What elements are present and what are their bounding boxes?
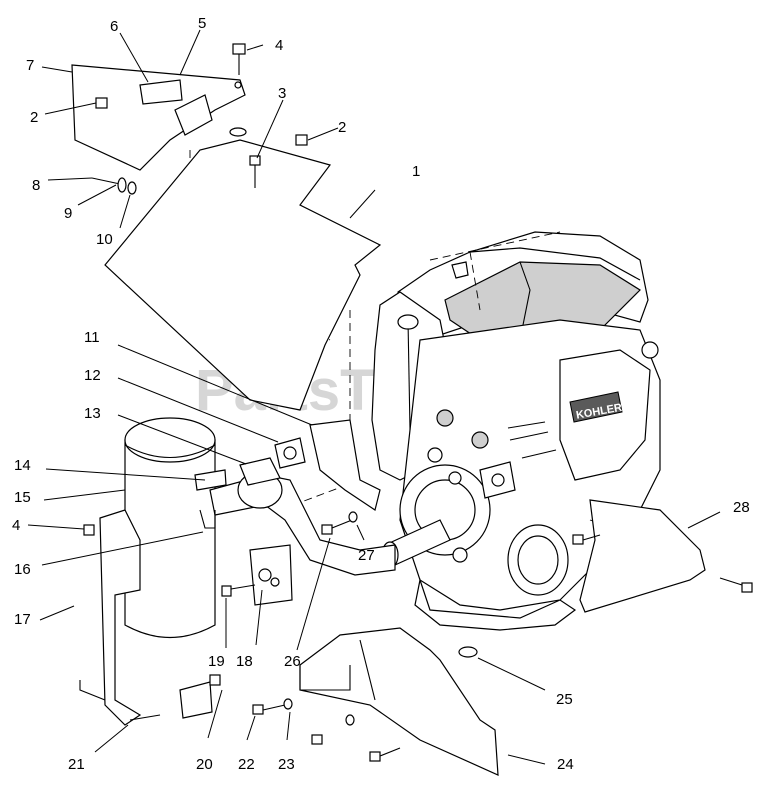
part-9-washer xyxy=(117,177,127,193)
callout-18: 18 xyxy=(236,653,253,670)
part-17-heat-shield xyxy=(99,509,142,726)
callout-10: 10 xyxy=(96,231,113,248)
callout-3: 3 xyxy=(278,85,286,102)
part-2-nut-b xyxy=(295,134,308,146)
callout-17: 17 xyxy=(14,611,31,628)
callout-8: 8 xyxy=(32,177,40,194)
callout-25: 25 xyxy=(556,691,573,708)
callout-13: 13 xyxy=(84,405,101,422)
callout-27: 27 xyxy=(358,547,375,564)
callout-2: 2 xyxy=(338,119,346,136)
callout-28: 28 xyxy=(733,499,750,516)
callout-14: 14 xyxy=(14,457,31,474)
callout-11: 11 xyxy=(84,329,100,346)
callout-4: 4 xyxy=(275,37,283,54)
callout-15: 15 xyxy=(14,489,31,506)
callout-4: 4 xyxy=(12,517,20,534)
callout-22: 22 xyxy=(238,756,255,773)
callout-2: 2 xyxy=(30,109,38,126)
part-10-washer xyxy=(127,181,137,195)
part-3-bolt xyxy=(249,155,261,188)
callout-21: 21 xyxy=(68,756,85,773)
part-24-lower-shield xyxy=(299,627,499,776)
callout-24: 24 xyxy=(557,756,574,773)
part-15-muffler xyxy=(124,417,216,639)
callout-16: 16 xyxy=(14,561,31,578)
callout-leaders xyxy=(27,29,721,765)
part-11-bracket xyxy=(309,419,381,511)
callout-9: 9 xyxy=(64,205,72,222)
callout-6: 6 xyxy=(110,18,118,35)
callout-1: 1 xyxy=(412,163,420,180)
part-4-bolt xyxy=(232,43,246,75)
callout-labels: 1 2 2 3 4 4 5 6 7 8 9 10 11 12 13 14 15 … xyxy=(12,15,750,773)
part-8-bolt xyxy=(91,177,121,185)
callout-26: 26 xyxy=(284,653,301,670)
part-2-nut xyxy=(95,97,108,109)
callout-5: 5 xyxy=(198,15,206,32)
callout-20: 20 xyxy=(196,756,213,773)
part-28-right-shield xyxy=(579,499,706,613)
callout-19: 19 xyxy=(208,653,225,670)
part-1-shield xyxy=(104,139,382,411)
part-25-washer xyxy=(458,646,478,658)
callout-12: 12 xyxy=(84,367,101,384)
callout-23: 23 xyxy=(278,756,295,773)
callout-7: 7 xyxy=(26,57,34,74)
